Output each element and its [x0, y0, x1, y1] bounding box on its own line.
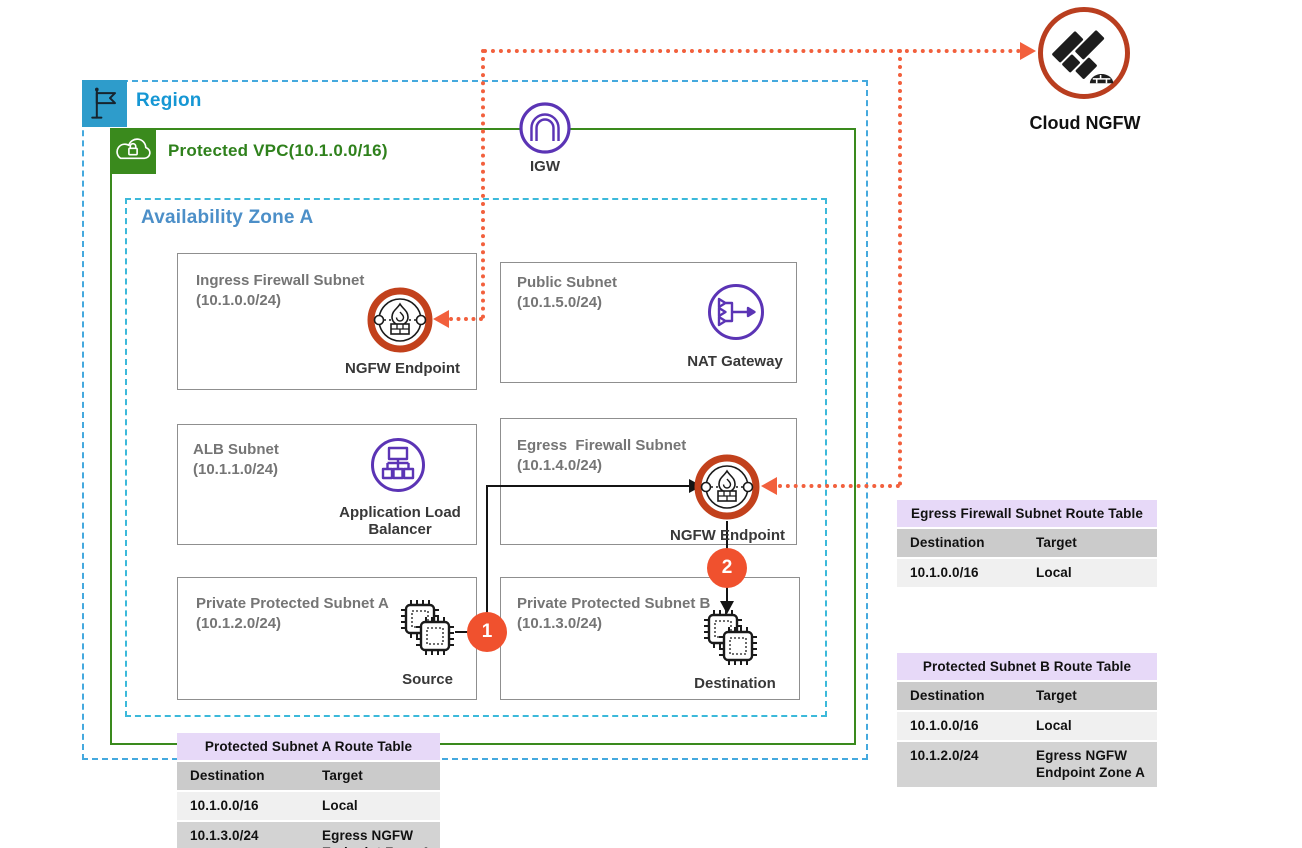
route-table-subnet-a: Protected Subnet A Route Table Destinati…: [177, 733, 440, 848]
nat-gateway-label: NAT Gateway: [687, 353, 783, 370]
cell-target: Local: [309, 792, 440, 821]
cell-target: Egress NGFW Endpoint Zone A: [309, 822, 440, 848]
vpc-cloud-lock-icon: [110, 128, 156, 174]
route-table-subnet-a-row-2: 10.1.3.0/24 Egress NGFW Endpoint Zone A: [177, 822, 440, 848]
step-1-badge: 1: [467, 612, 507, 652]
region-boundary: [82, 80, 868, 760]
source-label: Source: [402, 671, 453, 688]
destination-instances-icon: [698, 605, 764, 671]
subnet-ingress-cidr: (10.1.0.0/24): [196, 292, 282, 310]
col-target: Target: [1023, 529, 1157, 558]
ngfw-endpoint-egress-label: NGFW Endpoint: [670, 527, 785, 544]
col-destination: Destination: [897, 682, 1023, 711]
route-table-egress-header: Destination Target: [897, 529, 1157, 558]
arrowhead-to-ingress-endpoint: [433, 310, 449, 328]
availability-zone-label: Availability Zone A: [141, 207, 314, 228]
cloud-ngfw-icon: [1038, 7, 1130, 99]
dotted-link-egress-horizontal: [778, 484, 900, 488]
subnet-public-cidr: (10.1.5.0/24): [517, 294, 603, 312]
arrowhead-to-egress-endpoint: [761, 477, 777, 495]
route-table-subnet-b-row-2: 10.1.2.0/24 Egress NGFW Endpoint Zone A: [897, 742, 1157, 787]
cell-target: Local: [1023, 559, 1157, 588]
route-table-egress: Egress Firewall Subnet Route Table Desti…: [897, 500, 1157, 589]
cell-destination: 10.1.2.0/24: [897, 742, 1023, 787]
dotted-link-ingress-vertical: [481, 49, 485, 319]
subnet-egress-name: Egress Firewall Subnet: [517, 437, 687, 454]
subnet-private-a-cidr: (10.1.2.0/24): [196, 615, 282, 633]
alb-label: Application Load Balancer: [339, 504, 461, 539]
route-table-subnet-b-row-1: 10.1.0.0/16 Local: [897, 712, 1157, 741]
subnet-alb-name: ALB Subnet: [193, 441, 279, 458]
traffic-line-up: [486, 487, 488, 632]
subnet-ingress-title: Ingress Firewall Subnet (10.1.0.0/24): [196, 271, 416, 312]
cell-destination: 10.1.0.0/16: [897, 712, 1023, 741]
cell-destination: 10.1.0.0/16: [897, 559, 1023, 588]
arrowhead-to-cloud-ngfw: [1020, 42, 1036, 60]
region-flag-icon: [82, 80, 127, 127]
ngfw-endpoint-ingress-label: NGFW Endpoint: [345, 360, 460, 377]
subnet-alb-title: ALB Subnet (10.1.1.0/24): [193, 440, 393, 481]
ngfw-endpoint-ingress-icon: [364, 284, 436, 356]
route-table-subnet-b: Protected Subnet B Route Table Destinati…: [897, 653, 1157, 789]
dotted-link-ingress-horizontal: [449, 317, 483, 321]
destination-label: Destination: [694, 675, 776, 692]
vpc-label: Protected VPC(10.1.0.0/16): [168, 141, 388, 160]
subnet-alb-cidr: (10.1.1.0/24): [193, 461, 279, 479]
subnet-private-a-name: Private Protected Subnet A: [196, 595, 389, 612]
cell-destination: 10.1.0.0/16: [177, 792, 309, 821]
cell-target: Local: [1023, 712, 1157, 741]
ngfw-endpoint-egress-icon: [691, 451, 763, 523]
subnet-private-b-name: Private Protected Subnet B: [517, 595, 711, 612]
route-table-subnet-a-title: Protected Subnet A Route Table: [177, 733, 440, 760]
col-target: Target: [1023, 682, 1157, 711]
traffic-line-to-egress-endpoint: [486, 485, 691, 487]
step-2-badge: 2: [707, 548, 747, 588]
arrowhead-into-destination: [720, 601, 734, 614]
route-table-subnet-b-title: Protected Subnet B Route Table: [897, 653, 1157, 680]
source-instances-icon: [395, 595, 461, 661]
subnet-public-title: Public Subnet (10.1.5.0/24): [517, 273, 717, 314]
route-table-subnet-a-header: Destination Target: [177, 762, 440, 791]
subnet-egress-box: [500, 418, 797, 545]
availability-zone-boundary: [125, 198, 827, 717]
route-table-subnet-b-header: Destination Target: [897, 682, 1157, 711]
igw-label: IGW: [530, 158, 560, 175]
subnet-public-box: [500, 262, 797, 383]
igw-icon: [518, 101, 572, 155]
col-destination: Destination: [897, 529, 1023, 558]
cloud-ngfw-label: Cloud NGFW: [1029, 113, 1141, 133]
nat-gateway-icon: [706, 282, 766, 342]
dotted-link-egress-vertical: [898, 49, 902, 486]
dotted-link-top: [483, 49, 1021, 53]
subnet-private-a-title: Private Protected Subnet A (10.1.2.0/24): [196, 594, 426, 635]
cell-target: Egress NGFW Endpoint Zone A: [1023, 742, 1157, 787]
subnet-private-b-cidr: (10.1.3.0/24): [517, 615, 603, 633]
col-target: Target: [309, 762, 440, 791]
region-label: Region: [136, 90, 202, 111]
subnet-private-b-title: Private Protected Subnet B (10.1.3.0/24): [517, 594, 747, 635]
route-table-egress-row-1: 10.1.0.0/16 Local: [897, 559, 1157, 588]
subnet-egress-title: Egress Firewall Subnet (10.1.4.0/24): [517, 436, 737, 477]
col-destination: Destination: [177, 762, 309, 791]
subnet-alb-box: [177, 424, 477, 545]
subnet-ingress-box: [177, 253, 477, 390]
alb-icon: [369, 436, 427, 494]
cell-destination: 10.1.3.0/24: [177, 822, 309, 848]
subnet-ingress-name: Ingress Firewall Subnet: [196, 272, 365, 289]
route-table-subnet-a-row-1: 10.1.0.0/16 Local: [177, 792, 440, 821]
subnet-egress-cidr: (10.1.4.0/24): [517, 457, 603, 475]
route-table-egress-title: Egress Firewall Subnet Route Table: [897, 500, 1157, 527]
subnet-public-name: Public Subnet: [517, 274, 618, 291]
